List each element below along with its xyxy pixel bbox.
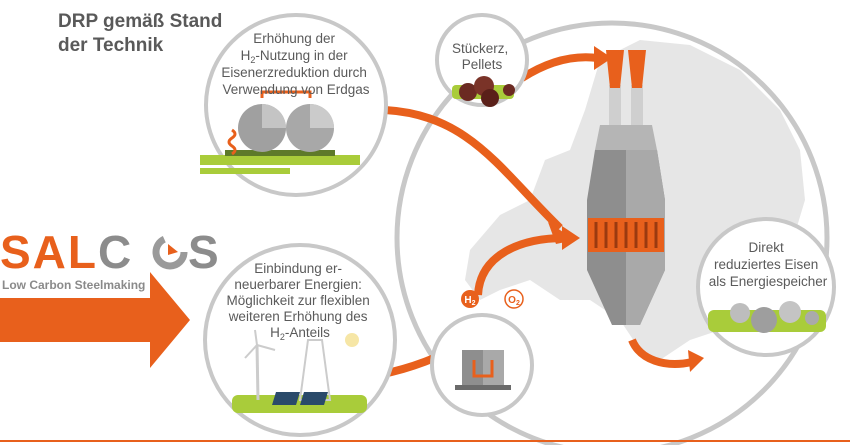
svg-text:O2: O2	[508, 295, 520, 307]
logo-o-icon	[152, 234, 188, 270]
arrow-dri	[628, 338, 693, 368]
svg-text:SALC: SALC	[0, 226, 133, 278]
bubble-ore	[435, 13, 529, 107]
bubble-renewables	[203, 243, 397, 437]
process-circle	[394, 20, 830, 445]
logo-tagline: Low Carbon Steelmaking	[2, 278, 145, 292]
page-title: DRP gemäß Stand der Technik	[58, 11, 228, 56]
arrow-h2	[474, 234, 566, 296]
dri-text: Direkt reduziertes Eisen als Energiespei…	[709, 240, 828, 289]
gas-tanks-icon	[200, 90, 360, 174]
pellets-icon	[452, 76, 515, 107]
svg-text:S: S	[188, 226, 219, 278]
svg-text:H2: H2	[464, 295, 475, 307]
h2-badge: H2	[461, 290, 479, 308]
renewables-icon	[232, 329, 367, 413]
electrolyzer-icon	[455, 350, 511, 390]
arrow-natural-gas	[384, 106, 563, 231]
salcos-logo: SALC S Low Carbon Steelmaking	[0, 226, 219, 292]
ore-text: Stückerz, Pellets	[452, 41, 512, 72]
shaft-furnace-icon	[587, 50, 665, 325]
o2-badge: O2	[504, 289, 524, 309]
arrow-ore	[519, 53, 599, 82]
natural-gas-text: Erhöhung der H2-Nutzung in der Eisenerzr…	[221, 31, 370, 97]
salcos-arrow	[0, 272, 190, 368]
renewables-text: Einbindung er- neuerbarer Energien: Mögl…	[226, 261, 373, 342]
dri-pellets-icon	[708, 301, 826, 333]
